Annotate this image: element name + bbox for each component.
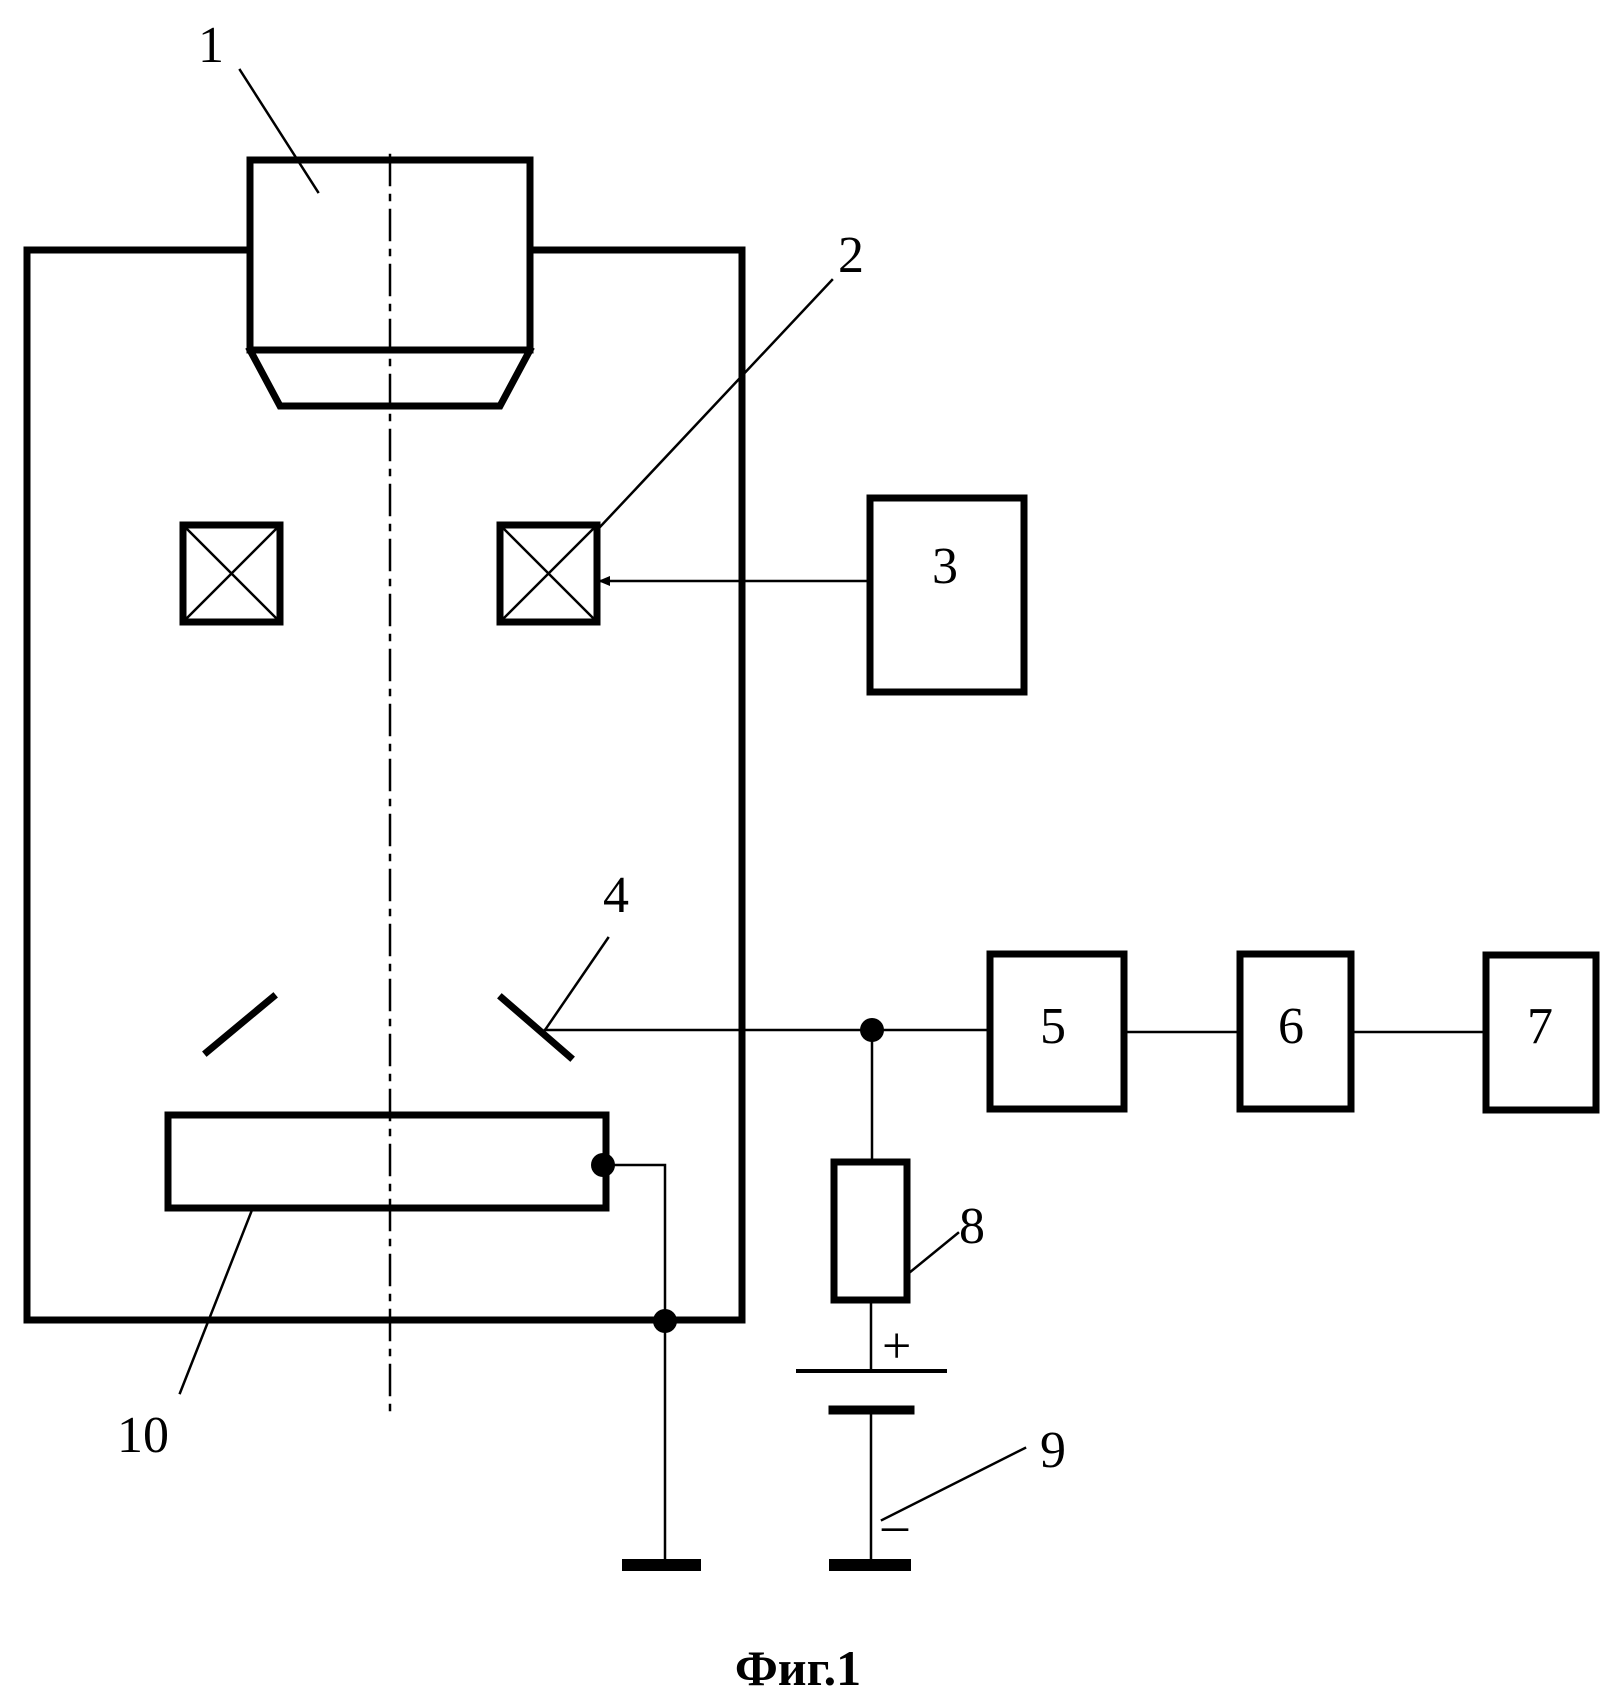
detector-electrode-left xyxy=(207,997,273,1052)
label-3: 3 xyxy=(932,538,958,595)
figure-caption: Фиг.1 xyxy=(735,1640,861,1696)
sample-ground-wire xyxy=(603,1165,665,1565)
label-4: 4 xyxy=(603,867,629,924)
leader-2 xyxy=(600,280,832,527)
label-5: 5 xyxy=(1040,998,1066,1055)
label-9: 9 xyxy=(1040,1422,1066,1479)
leader-8 xyxy=(909,1233,958,1273)
junction-sample xyxy=(591,1153,615,1177)
label-2: 2 xyxy=(838,227,864,284)
junction-chamber-ground xyxy=(653,1309,677,1333)
leader-4 xyxy=(545,938,608,1030)
leader-10 xyxy=(180,1210,252,1393)
label-6: 6 xyxy=(1278,998,1304,1055)
label-1: 1 xyxy=(198,17,224,74)
label-8: 8 xyxy=(959,1198,985,1255)
chamber-outline xyxy=(27,250,742,1320)
block-3 xyxy=(870,498,1024,692)
battery-minus-sign: – xyxy=(881,1497,909,1554)
lens-coil-left xyxy=(183,525,280,622)
label-10: 10 xyxy=(117,1407,169,1464)
sample-table xyxy=(168,1115,606,1208)
lens-coil-right xyxy=(500,525,597,622)
battery-plus-sign: + xyxy=(882,1318,911,1375)
resistor-8 xyxy=(834,1162,907,1300)
label-7: 7 xyxy=(1527,998,1553,1055)
